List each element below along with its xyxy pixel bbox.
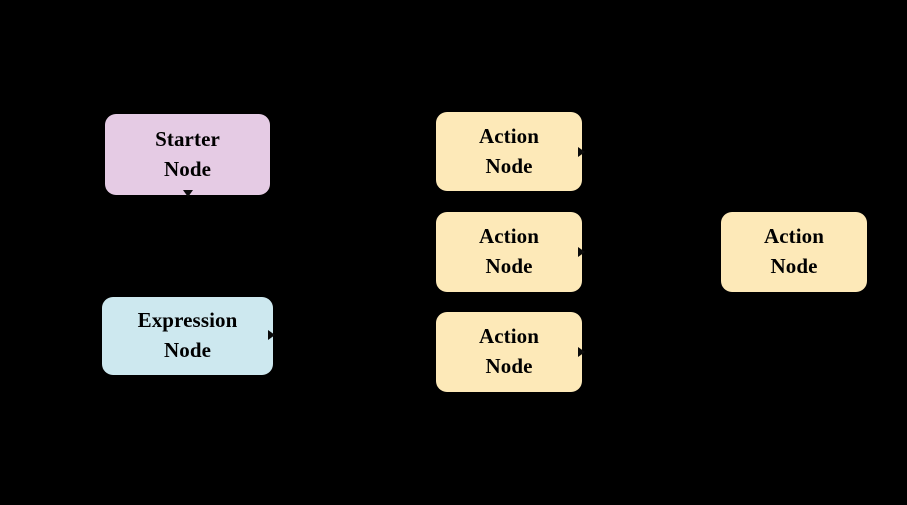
action-node-1[interactable]: Action Node: [436, 112, 582, 191]
expression-node-label-line2: Node: [163, 338, 212, 362]
starter-node-label-line1: Starter: [155, 126, 220, 151]
action-node-2-label-line2: Node: [485, 254, 533, 278]
action-node-2-label-line1: Action: [478, 224, 540, 249]
action-node-1-label-line2: Node: [485, 153, 533, 178]
action-node-3-label-line1: Action: [478, 324, 540, 349]
starter-node-label-line2: Node: [163, 156, 212, 181]
starter-node[interactable]: Starter Node: [105, 114, 270, 195]
action-node-3-label-line2: Node: [485, 354, 533, 378]
action-node-2[interactable]: Action Node: [436, 212, 582, 292]
action-node-1-label-line1: Action: [478, 123, 540, 148]
expression-node-label-line1: Expression: [137, 308, 238, 333]
action-node-4[interactable]: Action Node: [721, 212, 867, 292]
action-node-4-label-line2: Node: [770, 254, 818, 278]
expression-node[interactable]: Expression Node: [102, 297, 273, 375]
action-node-3[interactable]: Action Node: [436, 312, 582, 392]
action-node-4-label-line1: Action: [763, 224, 825, 249]
